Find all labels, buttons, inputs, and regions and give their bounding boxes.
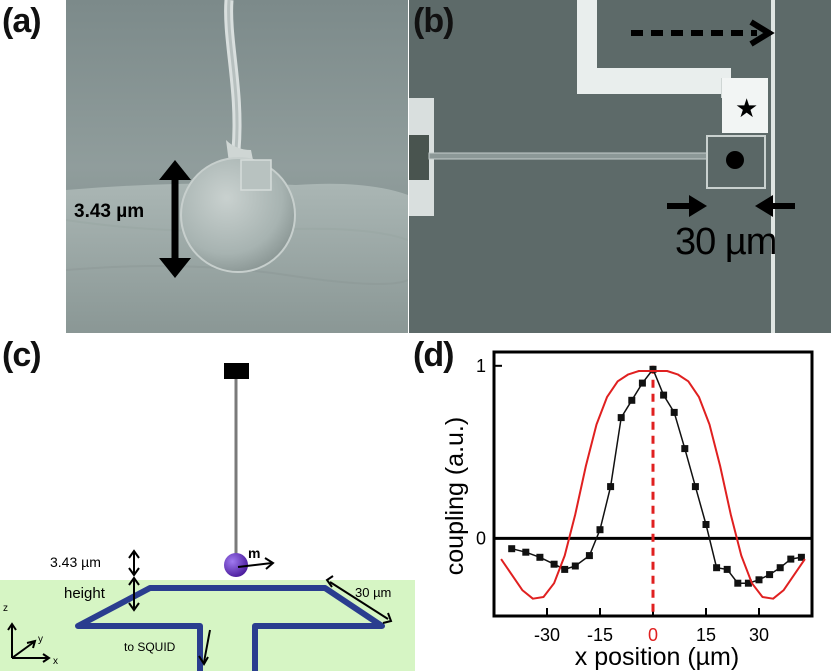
data-point (585, 552, 593, 560)
data-point (681, 445, 689, 453)
data-point (797, 553, 805, 561)
y-tick-label: 1 (476, 356, 486, 376)
axis-z-label: z (3, 603, 8, 614)
data-point (702, 521, 710, 528)
data-point (550, 560, 558, 568)
data-point (617, 414, 625, 422)
data-point (638, 379, 646, 387)
data-point (723, 565, 731, 573)
data-point (649, 365, 657, 373)
sem-image-a: 3.43 µm (66, 0, 408, 333)
dot-marker (726, 151, 744, 169)
pickup-loop (75, 585, 385, 671)
data-point (660, 391, 668, 399)
scale-label-b: 30 µm (675, 221, 777, 263)
sem-image-b: ★ 30 µm (409, 0, 831, 333)
x-axis-label: x position (µm) (575, 643, 739, 671)
data-line (511, 367, 802, 584)
panel-b-label: (b) (413, 2, 454, 40)
x-tick-label: 15 (696, 625, 716, 645)
height-label-top: 3.43 µm (50, 554, 101, 570)
data-point (691, 483, 699, 491)
x-tick-label: -15 (587, 625, 613, 645)
plot-frame (492, 350, 814, 618)
coupling-chart: -30 -15 0 15 30 0 1 coupling (a.u.) x position… (441, 350, 814, 671)
height-label: height (64, 585, 105, 602)
sem-image-a-graphic (66, 0, 408, 333)
data-point (596, 526, 604, 534)
data-point (713, 564, 721, 572)
data-point (670, 408, 678, 416)
data-point (787, 555, 795, 563)
scale-arrow-a (159, 160, 191, 278)
x-tick-label: -30 (534, 625, 560, 645)
data-point (766, 571, 774, 579)
data-point (508, 545, 516, 553)
schematic-c (0, 363, 415, 671)
width-label-c: 30 µm (355, 585, 392, 600)
moment-label: m (248, 545, 261, 561)
scale-label-a: 3.43 µm (74, 201, 145, 222)
panel-d-label: (d) (413, 336, 454, 374)
fit-curve (500, 370, 806, 600)
y-axis-label: coupling (a.u.) (441, 417, 469, 575)
dashed-scan-arrow (631, 19, 795, 217)
data-point (776, 564, 784, 572)
data-point (536, 553, 544, 561)
data-point (755, 576, 763, 584)
data-point (561, 565, 569, 573)
data-point (607, 483, 615, 491)
squid-label: to SQUID (124, 640, 176, 654)
y-tick-label: 0 (476, 528, 486, 548)
sem-image-b-graphic (409, 0, 831, 333)
panel-c-label: (c) (2, 336, 42, 374)
cantilever-base (224, 363, 249, 379)
x-tick-label: 30 (749, 625, 769, 645)
data-point (744, 579, 752, 587)
data-point (734, 579, 742, 587)
star-marker: ★ (735, 93, 759, 123)
x-tick-label: 0 (648, 625, 658, 645)
axis-y-label: y (38, 634, 43, 645)
axis-x-label: x (53, 656, 58, 667)
panel-a-label: (a) (2, 2, 42, 40)
data-point (522, 548, 530, 556)
data-point (571, 562, 579, 570)
data-point (628, 396, 636, 404)
magnetic-sphere (224, 553, 248, 577)
